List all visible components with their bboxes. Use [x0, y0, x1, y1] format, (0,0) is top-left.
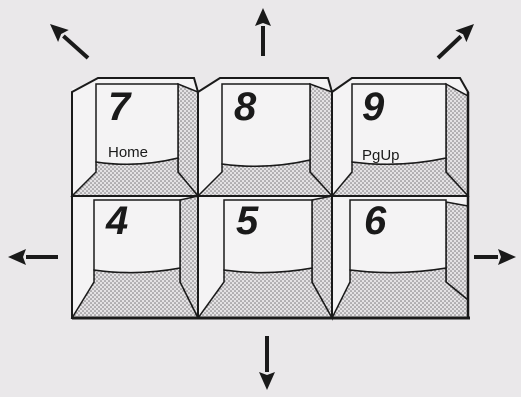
key-7: 7 Home: [70, 77, 200, 199]
key-6-digit: 6: [364, 199, 387, 243]
direction-arrows: [8, 8, 516, 390]
key-9-digit: 9: [362, 85, 385, 129]
key-9: 9 PgUp: [330, 77, 470, 198]
arrow-right-icon: [474, 249, 516, 265]
key-4: 4: [70, 195, 200, 319]
keypad-block: 7 Home 8 9 PgUp 4: [70, 77, 470, 321]
key-7-digit: 7: [108, 85, 132, 129]
key-4-digit: 4: [105, 199, 128, 243]
key-7-sublabel: Home: [108, 144, 148, 161]
arrow-up-left-icon: [50, 24, 90, 60]
arrow-up-right-icon: [436, 24, 474, 60]
key-5-digit: 5: [236, 199, 259, 243]
key-5: 5: [196, 195, 334, 321]
arrow-up-icon: [255, 8, 271, 56]
key-9-sublabel: PgUp: [362, 147, 400, 164]
key-8-digit: 8: [234, 85, 257, 129]
key-8: 8: [196, 77, 334, 198]
key-6: 6: [330, 195, 469, 319]
arrow-down-icon: [259, 336, 275, 390]
arrow-left-icon: [8, 249, 58, 265]
